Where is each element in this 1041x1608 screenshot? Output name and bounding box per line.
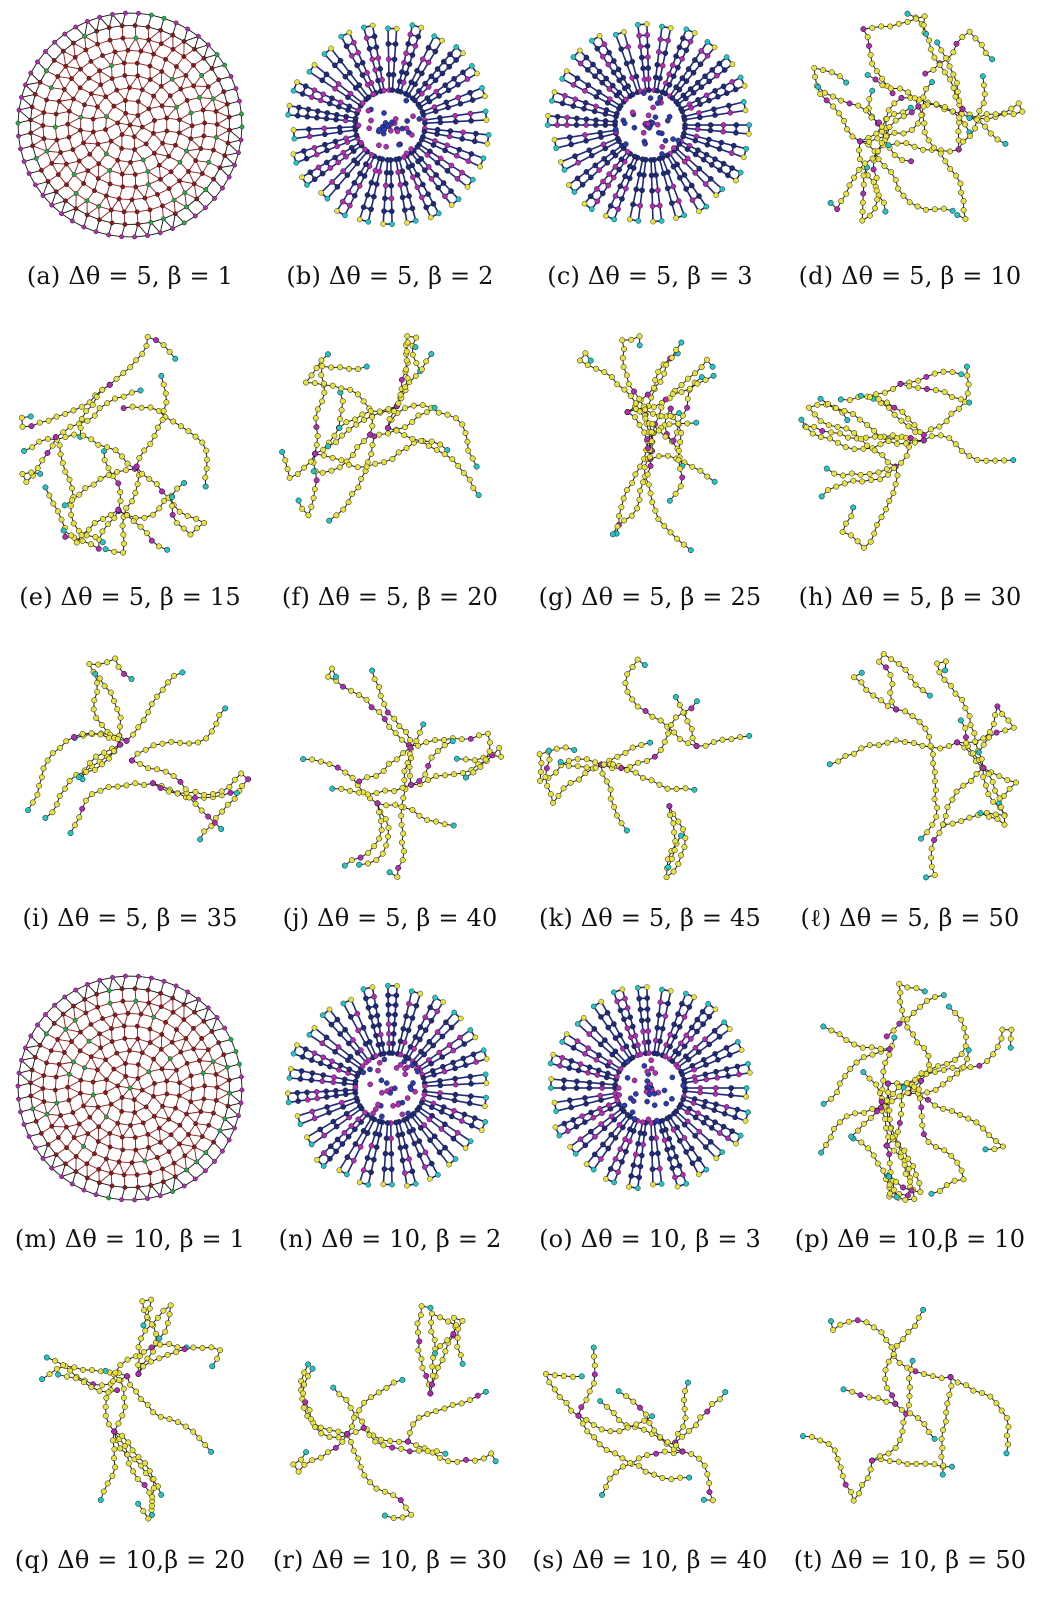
- network-graph: [525, 0, 775, 250]
- panel-c: (c) Δθ = 5, β = 3: [520, 0, 780, 321]
- panel-d: (d) Δθ = 5, β = 10: [780, 0, 1040, 321]
- panel-r: (r) Δθ = 10, β = 30: [260, 1284, 520, 1605]
- network-graph: [5, 963, 255, 1213]
- panel-caption: (t) Δθ = 10, β = 50: [793, 1546, 1027, 1574]
- panel-s: (s) Δθ = 10, β = 40: [520, 1284, 780, 1605]
- nodes: [284, 982, 490, 1189]
- panel-caption: (j) Δθ = 5, β = 40: [282, 904, 498, 932]
- nodes: [811, 10, 1026, 224]
- edges: [539, 659, 750, 878]
- panel-h: (h) Δθ = 5, β = 30: [780, 321, 1040, 642]
- panel-t: (t) Δθ = 10, β = 50: [780, 1284, 1040, 1605]
- network-graph: [265, 1284, 515, 1534]
- network-graph: [525, 1284, 775, 1534]
- nodes: [39, 1296, 223, 1522]
- nodes: [818, 980, 1015, 1203]
- network-graph: [785, 0, 1035, 250]
- panel-caption: (c) Δθ = 5, β = 3: [547, 262, 753, 290]
- edges: [281, 335, 480, 522]
- nodes: [826, 651, 1019, 881]
- panel-caption: (d) Δθ = 5, β = 10: [798, 262, 1022, 290]
- panel-a: (a) Δθ = 5, β = 1: [0, 0, 260, 321]
- panel-o: (o) Δθ = 10, β = 3: [520, 963, 780, 1284]
- nodes: [577, 333, 718, 554]
- panel-caption: (o) Δθ = 10, β = 3: [539, 1225, 761, 1253]
- network-graph: [5, 642, 255, 892]
- panel-caption: (e) Δθ = 5, β = 15: [19, 583, 241, 611]
- nodes: [15, 10, 245, 240]
- panel-l: (ℓ) Δθ = 5, β = 50: [780, 642, 1040, 963]
- edges: [813, 13, 1023, 221]
- panel-e: (e) Δθ = 5, β = 15: [0, 321, 260, 642]
- panel-caption: (k) Δθ = 5, β = 45: [539, 904, 761, 932]
- panel-caption: (g) Δθ = 5, β = 25: [538, 583, 762, 611]
- panel-caption: (p) Δθ = 10,β = 10: [794, 1225, 1026, 1253]
- panel-n: (n) Δθ = 10, β = 2: [260, 963, 520, 1284]
- panel-caption: (ℓ) Δθ = 5, β = 50: [800, 904, 1020, 932]
- panel-caption: (n) Δθ = 10, β = 2: [278, 1225, 502, 1253]
- panel-m: (m) Δθ = 10, β = 1: [0, 963, 260, 1284]
- network-graph: [525, 642, 775, 892]
- nodes: [536, 656, 753, 881]
- nodes: [798, 363, 1017, 551]
- network-graph: [785, 963, 1035, 1213]
- panel-j: (j) Δθ = 5, β = 40: [260, 642, 520, 963]
- panel-caption: (a) Δθ = 5, β = 1: [26, 262, 234, 290]
- network-graph: [265, 321, 515, 571]
- nodes: [15, 973, 245, 1203]
- nodes: [25, 655, 252, 843]
- panel-g: (g) Δθ = 5, β = 25: [520, 321, 780, 642]
- panel-k: (k) Δθ = 5, β = 45: [520, 642, 780, 963]
- nodes: [290, 1303, 499, 1521]
- panel-i: (i) Δθ = 5, β = 35: [0, 642, 260, 963]
- panel-f: (f) Δθ = 5, β = 20: [260, 321, 520, 642]
- nodes: [544, 21, 752, 225]
- network-graph: [265, 0, 515, 250]
- panel-caption: (m) Δθ = 10, β = 1: [14, 1225, 246, 1253]
- network-graph: [5, 1284, 255, 1534]
- panel-caption: (b) Δθ = 5, β = 2: [286, 262, 494, 290]
- nodes: [279, 333, 482, 524]
- panel-caption: (q) Δθ = 10,β = 20: [14, 1546, 246, 1574]
- panel-p: (p) Δθ = 10,β = 10: [780, 963, 1040, 1284]
- nodes: [285, 22, 492, 227]
- nodes: [800, 1306, 1012, 1504]
- nodes: [18, 334, 210, 556]
- edges: [41, 1299, 221, 1519]
- network-graph: [265, 642, 515, 892]
- panel-b: (b) Δθ = 5, β = 2: [260, 0, 520, 321]
- nodes: [300, 665, 504, 880]
- panel-caption: (r) Δθ = 10, β = 30: [272, 1546, 508, 1574]
- network-graph: [5, 321, 255, 571]
- network-graph: [5, 0, 255, 250]
- network-graph: [785, 642, 1035, 892]
- network-graph: [525, 963, 775, 1213]
- nodes: [547, 984, 753, 1192]
- panel-caption: (s) Δθ = 10, β = 40: [532, 1546, 768, 1574]
- edges: [292, 1305, 497, 1519]
- nodes: [542, 1344, 729, 1504]
- panel-q: (q) Δθ = 10,β = 20: [0, 1284, 260, 1605]
- network-graph: [785, 321, 1035, 571]
- network-graph: [265, 963, 515, 1213]
- network-graph: [785, 1284, 1035, 1534]
- panel-caption: (f) Δθ = 5, β = 20: [281, 583, 499, 611]
- network-graph: [525, 321, 775, 571]
- panel-caption: (i) Δθ = 5, β = 35: [22, 904, 238, 932]
- panel-caption: (h) Δθ = 5, β = 30: [798, 583, 1022, 611]
